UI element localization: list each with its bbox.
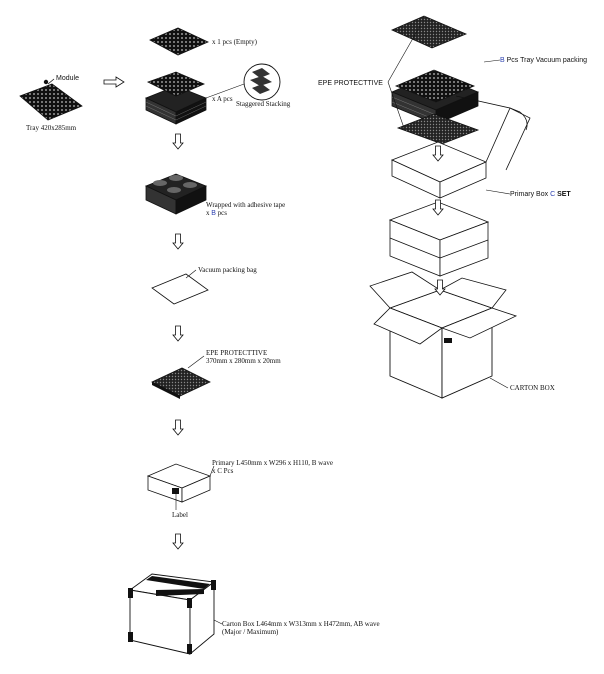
down-arrow-1 xyxy=(172,133,184,150)
var-b-right: B xyxy=(500,57,505,64)
tray-illustration xyxy=(19,78,83,121)
right-arrow xyxy=(103,76,125,88)
wrapped-stack xyxy=(144,173,208,215)
epe-pad xyxy=(151,355,211,399)
carton-size-label: Carton Box L464mm x W313mm x H472mm, AB … xyxy=(222,620,380,628)
down-arrow-3 xyxy=(172,325,184,342)
empty-tray xyxy=(149,27,209,56)
var-b: B xyxy=(211,210,216,217)
carton-box xyxy=(128,573,223,655)
closed-primary-box xyxy=(388,201,490,277)
wrap-qty-label: x B pcs xyxy=(206,209,228,217)
var-c: C xyxy=(550,191,556,198)
primary-box-set-label: Primary Box C SET xyxy=(510,191,571,198)
staggered-detail-circle xyxy=(205,63,281,101)
down-arrow-5 xyxy=(172,533,184,550)
wrap-label: Wrapped with adhesive tape xyxy=(206,201,286,209)
primary-box xyxy=(146,463,215,510)
open-primary-box xyxy=(390,95,531,199)
bottom-epe-sheet xyxy=(396,113,480,145)
top-epe-sheet xyxy=(391,15,468,49)
down-arrow-2 xyxy=(172,233,184,250)
open-carton-box xyxy=(369,271,518,399)
down-arrow-4 xyxy=(172,419,184,436)
vacuum-bag xyxy=(151,269,209,305)
tray-size-label: Tray 420x285mm xyxy=(26,124,77,132)
vacuum-tray-stack xyxy=(390,69,480,125)
module-label: Module xyxy=(56,75,79,82)
staggered-stacking-label: Staggered Stacking xyxy=(236,100,291,108)
primary-qty-label: x C Pcs xyxy=(212,467,234,475)
right-epe-label: EPE PROTECTTIVE xyxy=(318,80,383,87)
label-text: Label xyxy=(172,511,188,519)
carton-note-label: (Major / Maximum) xyxy=(222,628,279,636)
epe-size-label: 370mm x 280mm x 20mm xyxy=(206,357,281,365)
empty-tray-label: x 1 pcs (Empty) xyxy=(212,38,257,46)
primary-size-label: Primary L450mm x W296 x H110, B wave xyxy=(212,459,333,467)
tray-stack xyxy=(144,71,208,125)
epe-title-label: EPE PROTECTTIVE xyxy=(206,349,268,357)
vacuum-bag-label: Vacuum packing bag xyxy=(198,266,257,274)
stack-qty-label: x A pcs xyxy=(212,95,233,103)
carton-box-label: CARTON BOX xyxy=(510,384,555,392)
leader-lines xyxy=(387,25,511,195)
tray-vacuum-label: B Pcs Tray Vacuum packing xyxy=(500,57,588,64)
